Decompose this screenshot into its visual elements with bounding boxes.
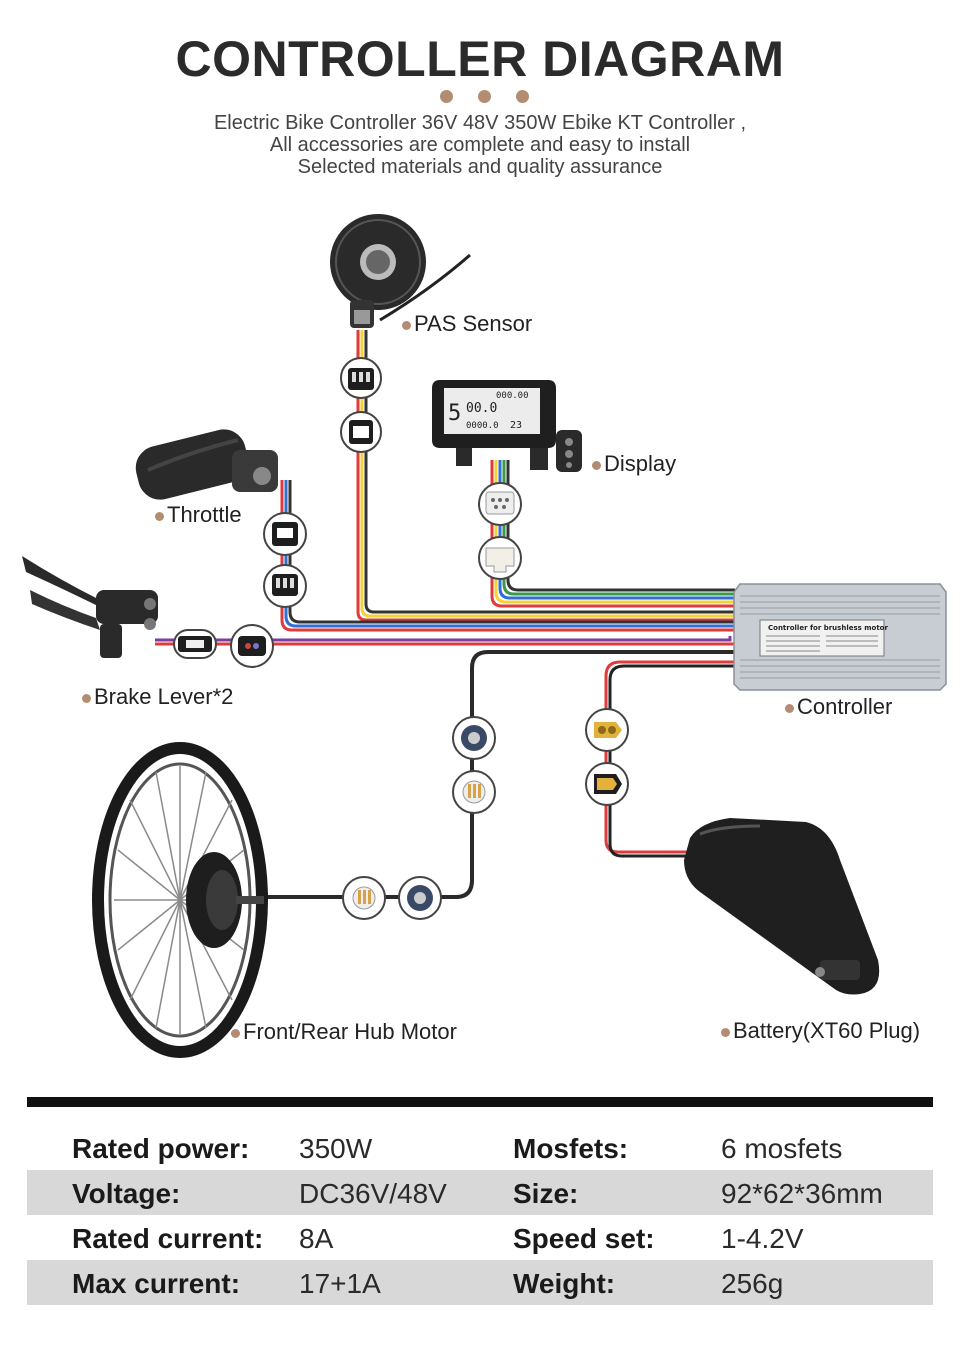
spec-value: 8A [299, 1223, 334, 1254]
page-title: CONTROLLER DIAGRAM [175, 31, 785, 87]
label-controller: Controller [785, 694, 892, 720]
spec-key: Mosfets: [513, 1133, 629, 1164]
spec-key: Size: [513, 1178, 579, 1209]
motor-connector-2 [452, 770, 496, 814]
label-throttle: Throttle [155, 502, 242, 528]
spec-value: 6 mosfets [721, 1133, 843, 1164]
spec-value: 256g [721, 1268, 784, 1299]
label-pas-sensor: PAS Sensor [402, 311, 532, 337]
spec-value: 92*62*36mm [721, 1178, 883, 1209]
spec-value: 1-4.2V [721, 1223, 804, 1254]
label-display: Display [592, 451, 676, 477]
spec-key: Weight: [513, 1268, 616, 1299]
motor-connector-3 [342, 876, 386, 920]
spec-key: Rated current: [72, 1223, 264, 1254]
label-battery: Battery(XT60 Plug) [721, 1018, 920, 1044]
pas-connector-2 [340, 411, 382, 453]
spec-table: Rated power: 350W Mosfets: 6 mosfets Vol… [27, 1097, 933, 1305]
label-hub-motor: Front/Rear Hub Motor [231, 1019, 457, 1045]
brake-connector-1 [173, 629, 217, 659]
svg-text:0000.0: 0000.0 [466, 421, 499, 431]
spec-key: Rated power: [72, 1133, 250, 1164]
hub-motor-wheel-image [92, 742, 268, 1058]
motor-wires [262, 650, 735, 899]
throttle-connector-1 [263, 512, 307, 556]
display-image: 5 000.00 00.0 0000.0 23 [432, 380, 582, 472]
brake-connector-2 [230, 624, 274, 668]
throttle-image [135, 429, 278, 500]
pas-wires [356, 330, 735, 622]
spec-row: Voltage: DC36V/48V Size: 92*62*36mm [27, 1170, 933, 1215]
subtitle-line-1: Electric Bike Controller 36V 48V 350W Eb… [213, 112, 747, 134]
spec-value: DC36V/48V [299, 1178, 447, 1209]
spec-key: Speed set: [513, 1223, 655, 1254]
wiring-diagram: 5 000.00 00.0 0000.0 23 [22, 214, 947, 1058]
display-connector-2 [478, 536, 522, 580]
battery-wires [604, 660, 735, 858]
svg-text:5: 5 [448, 401, 461, 426]
display-connector-1 [478, 482, 522, 526]
throttle-connector-2 [263, 564, 307, 608]
spec-key: Max current: [72, 1268, 241, 1299]
display-wires [490, 460, 735, 608]
subtitle-line-2: All accessories are complete and easy to… [269, 134, 691, 156]
controller-image: Controller for brushless motor [733, 583, 947, 691]
motor-connector-1 [452, 716, 496, 760]
xt60-connector-2 [585, 762, 629, 806]
svg-text:00.0: 00.0 [466, 401, 497, 416]
spec-value: 17+1A [299, 1268, 381, 1299]
subtitle-line-3: Selected materials and quality assurance [297, 156, 663, 178]
pas-sensor-image [330, 214, 471, 328]
svg-text:Controller for brushless motor: Controller for brushless motor [768, 624, 888, 632]
label-brake-lever: Brake Lever*2 [82, 684, 233, 710]
motor-connector-4 [398, 876, 442, 920]
spec-table-divider [27, 1097, 933, 1107]
svg-text:23: 23 [510, 420, 522, 431]
spec-value: 350W [299, 1133, 373, 1164]
title-dots [440, 90, 530, 106]
subtitle: Electric Bike Controller 36V 48V 350W Eb… [0, 112, 960, 178]
spec-row: Rated current: 8A Speed set: 1-4.2V [27, 1215, 933, 1260]
throttle-wires [280, 480, 735, 632]
spec-row: Rated power: 350W Mosfets: 6 mosfets [27, 1125, 933, 1170]
spec-key: Voltage: [72, 1178, 181, 1209]
brake-lever-image [22, 556, 158, 658]
spec-row: Max current: 17+1A Weight: 256g [27, 1260, 933, 1305]
battery-image [684, 818, 880, 995]
pas-connector-1 [340, 357, 382, 399]
xt60-connector-1 [585, 708, 629, 752]
svg-text:000.00: 000.00 [496, 391, 529, 401]
